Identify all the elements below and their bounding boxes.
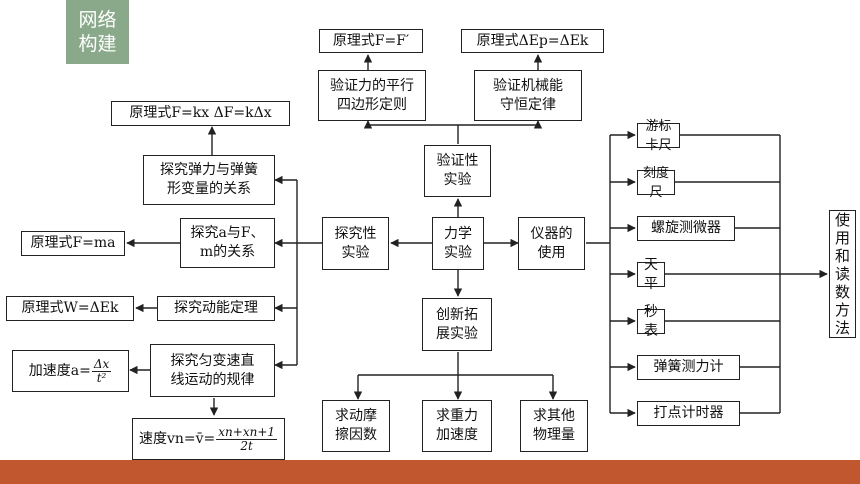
- instrument-balance: 天平: [637, 257, 665, 292]
- method-char: 数: [834, 283, 850, 301]
- innovate-experiment-box: 创新拓 展实验: [422, 298, 492, 351]
- velocity-fraction: xn+xn+1 2t: [216, 424, 278, 453]
- bottom-accent-bar: [0, 460, 860, 484]
- instrument-spring-scale: 弹簧测力计: [637, 355, 740, 380]
- badge-line-2: 构建: [78, 33, 117, 55]
- instruments-box: 仪器的 使用: [518, 217, 585, 270]
- accel-prefix: 加速度a=: [28, 362, 91, 379]
- accel-denominator: t²: [96, 370, 107, 385]
- explore-motion-box: 探究匀变速直 线运动的规律: [150, 344, 275, 397]
- verify-energy-box: 验证机械能 守恒定律: [474, 70, 582, 121]
- innovate-gravity-box: 求重力 加速度: [422, 400, 492, 452]
- method-char: 方: [834, 301, 850, 319]
- velocity-numerator: xn+xn+1: [216, 424, 278, 440]
- formula-energy: 原理式ΔEp=ΔEk: [461, 29, 604, 53]
- instrument-timer: 打点计时器: [637, 401, 740, 426]
- accel-fraction: Δx t²: [91, 356, 112, 385]
- instrument-micrometer: 螺旋测微器: [637, 216, 735, 241]
- formula-velocity: 速度vn=v̄= xn+xn+1 2t: [132, 418, 285, 460]
- explore-kinetic-box: 探究动能定理: [157, 296, 275, 321]
- badge-line-1: 网络: [78, 9, 117, 31]
- method-char: 法: [834, 319, 850, 337]
- instrument-ruler: 刻度尺: [637, 166, 675, 200]
- verify-experiment-box: 验证性 实验: [424, 145, 491, 197]
- method-char: 读: [834, 265, 850, 283]
- instrument-stopwatch: 秒表: [637, 304, 665, 339]
- formula-kinetic: 原理式W=ΔEk: [6, 296, 134, 321]
- verify-parallelogram-box: 验证力的平行 四边形定则: [318, 70, 426, 121]
- explore-experiment-box: 探究性 实验: [322, 217, 389, 270]
- section-badge: 网络 构建: [66, 0, 129, 64]
- explore-newton-box: 探究a与F、 m的关系: [180, 218, 275, 268]
- velocity-prefix: 速度vn=v̄=: [138, 430, 216, 447]
- formula-parallelogram: 原理式F=F′: [319, 29, 423, 53]
- accel-numerator: Δx: [91, 356, 112, 372]
- formula-spring: 原理式F=kx ΔF=kΔx: [111, 101, 290, 126]
- innovate-friction-box: 求动摩 擦因数: [322, 400, 390, 452]
- formula-newton: 原理式F=ma: [21, 231, 125, 256]
- usage-method-box: 使 用 和 读 数 方 法: [829, 210, 856, 338]
- method-char: 用: [834, 229, 850, 247]
- method-char: 使: [834, 211, 850, 229]
- explore-spring-box: 探究弹力与弹簧 形变量的关系: [143, 155, 275, 205]
- innovate-other-box: 求其他 物理量: [520, 400, 588, 452]
- formula-acceleration: 加速度a= Δx t²: [12, 350, 129, 392]
- velocity-denominator: 2t: [240, 438, 253, 453]
- mechanics-experiment-box: 力学 实验: [432, 217, 484, 270]
- instrument-vernier: 游标卡尺: [637, 119, 680, 153]
- method-char: 和: [834, 247, 850, 265]
